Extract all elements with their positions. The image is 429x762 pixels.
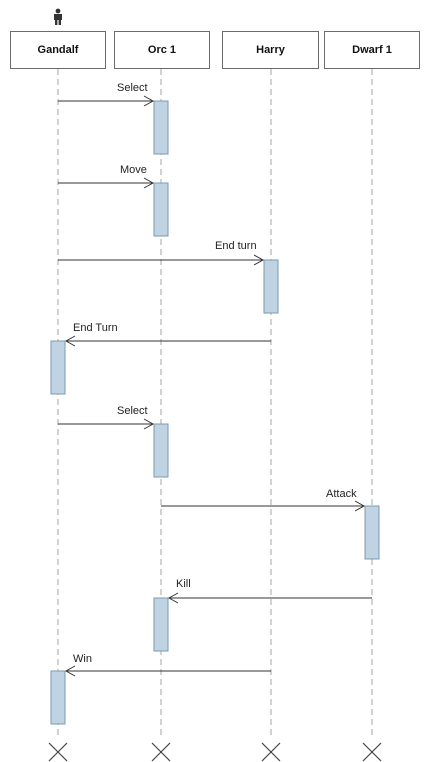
participant-harry: Harry	[222, 31, 319, 69]
activation-bar	[153, 597, 169, 652]
destroy-marker-icon	[261, 742, 281, 762]
destroy-marker-icon	[48, 742, 68, 762]
person-icon	[51, 8, 65, 26]
message-label: Select	[117, 405, 148, 417]
activation-bar	[153, 182, 169, 237]
message-label: End Turn	[73, 322, 118, 334]
message-label: Move	[120, 164, 147, 176]
arrowhead	[143, 95, 155, 107]
message-label: Select	[117, 82, 148, 94]
participant-orc1: Orc 1	[114, 31, 210, 69]
activation-bar	[50, 670, 66, 725]
arrowhead	[64, 665, 76, 677]
destroy-marker-icon	[362, 742, 382, 762]
arrowhead	[253, 254, 265, 266]
activation-bar	[50, 340, 66, 395]
activation-bar	[153, 100, 169, 155]
arrowhead	[64, 335, 76, 347]
participant-dwarf1: Dwarf 1	[324, 31, 420, 69]
arrowhead	[143, 418, 155, 430]
message-label: Attack	[326, 488, 357, 500]
arrowhead	[167, 592, 179, 604]
participant-label: Orc 1	[147, 44, 177, 56]
arrowhead	[143, 177, 155, 189]
message-label: End turn	[215, 240, 257, 252]
activation-bar	[263, 259, 279, 314]
activation-bar	[364, 505, 380, 560]
participant-label: Harry	[256, 44, 285, 56]
message-label: Win	[73, 653, 92, 665]
message-label: Kill	[176, 578, 191, 590]
participant-gandalf: Gandalf	[10, 31, 106, 69]
destroy-marker-icon	[151, 742, 171, 762]
participant-label: Gandalf	[37, 44, 79, 56]
activation-bar	[153, 423, 169, 478]
arrowhead	[354, 500, 366, 512]
participant-label: Dwarf 1	[352, 44, 392, 56]
